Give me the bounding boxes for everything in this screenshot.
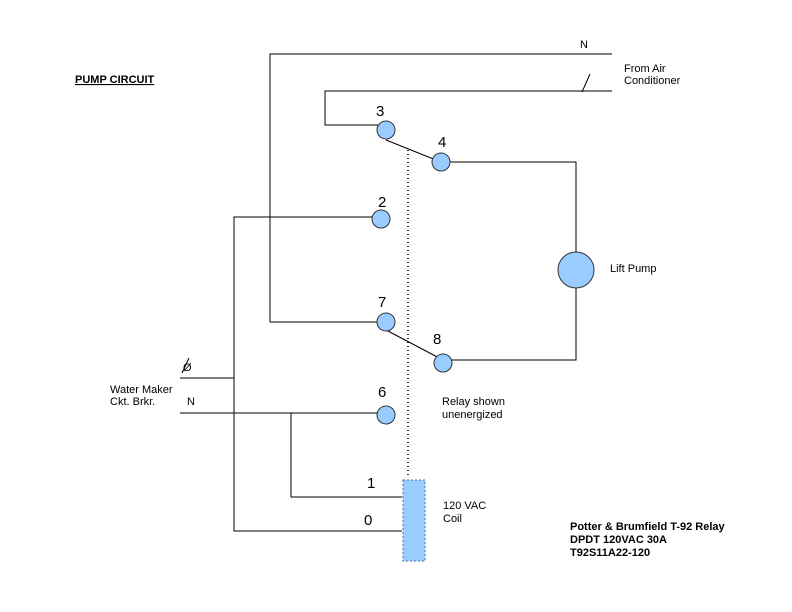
pump-wire-bottom <box>443 288 577 361</box>
breaker-phase-label: Ø <box>183 362 192 374</box>
phase-symbol-slash <box>581 73 591 93</box>
terminal-2 <box>371 209 391 229</box>
terminal-7 <box>376 312 396 332</box>
relay-coil <box>402 479 426 562</box>
neutral-label-n: N <box>580 39 588 51</box>
coil-terminal-0-label: 0 <box>364 512 372 529</box>
coil-neutral-wire <box>290 413 402 498</box>
terminal-4 <box>431 152 451 172</box>
breaker-phase-bus <box>233 216 402 532</box>
terminal-4-label: 4 <box>438 134 446 151</box>
breaker-phase-symbol-slash <box>181 357 190 374</box>
lift-pump-label: Lift Pump <box>610 263 656 275</box>
relay-note-line2: unenergized <box>442 409 503 421</box>
terminal-7-label: 7 <box>378 294 386 311</box>
relay-spec-line1: Potter & Brumfield T-92 Relay <box>570 521 726 533</box>
terminal-2-label: 2 <box>378 194 386 211</box>
contact-arm-3-4 <box>385 139 442 163</box>
coil-terminal-1-label: 1 <box>367 475 375 492</box>
terminal-8-label: 8 <box>433 331 441 348</box>
breaker-label-line2: Ckt. Brkr. <box>110 396 155 408</box>
terminal-6-label: 6 <box>378 384 386 401</box>
phase-wire <box>324 90 612 126</box>
source-label-line1: From Air <box>624 63 666 75</box>
relay-spec-line3: T92S11A22-120 <box>570 547 650 559</box>
contact-arm-7-8 <box>385 329 444 361</box>
coil-label-line1: 120 VAC <box>443 500 486 512</box>
relay-spec-line2: DPDT 120VAC 30A <box>570 534 667 546</box>
breaker-neutral-label: N <box>187 396 195 408</box>
terminal-8 <box>433 353 453 373</box>
coil-label-line2: Coil <box>443 513 462 525</box>
pump-wires <box>441 161 577 361</box>
source-label-line2: Conditioner <box>624 75 681 87</box>
neutral-wire-n <box>269 53 612 322</box>
terminal-6 <box>376 405 396 425</box>
diagram-title: PUMP CIRCUIT <box>75 74 155 86</box>
source-wires <box>269 53 612 322</box>
lift-pump-motor <box>557 251 595 289</box>
breaker-label-line1: Water Maker <box>110 384 173 396</box>
terminal-3-label: 3 <box>376 103 384 120</box>
terminal-3 <box>376 120 396 140</box>
breaker-wires <box>180 216 402 532</box>
relay-note-line1: Relay shown <box>442 396 505 408</box>
pump-wire-top <box>441 161 577 252</box>
